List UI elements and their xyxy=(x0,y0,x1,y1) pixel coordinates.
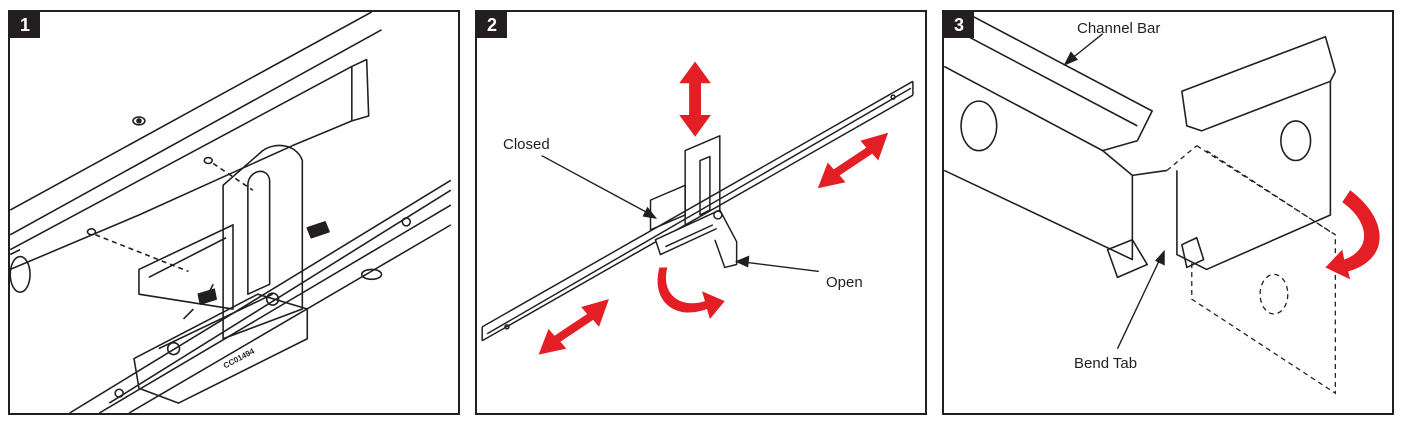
step-1-panel: 1 CC01494 xyxy=(8,10,460,415)
step-2-panel: 2 Closed Open xyxy=(475,10,927,415)
step-2-illustration xyxy=(481,61,914,355)
step-number-badge: 3 xyxy=(944,12,974,38)
step-number-badge: 1 xyxy=(10,12,40,38)
open-label: Open xyxy=(826,274,863,291)
step-number-badge: 2 xyxy=(477,12,507,38)
closed-label: Closed xyxy=(503,136,550,153)
step-3-illustration xyxy=(944,16,1380,395)
step-1-illustration xyxy=(10,12,452,413)
bend-tab-label: Bend Tab xyxy=(1074,355,1138,372)
channel-bar-label: Channel Bar xyxy=(1077,20,1161,37)
step-3-panel: 3 Channel Bar Bend Tab xyxy=(942,10,1394,415)
